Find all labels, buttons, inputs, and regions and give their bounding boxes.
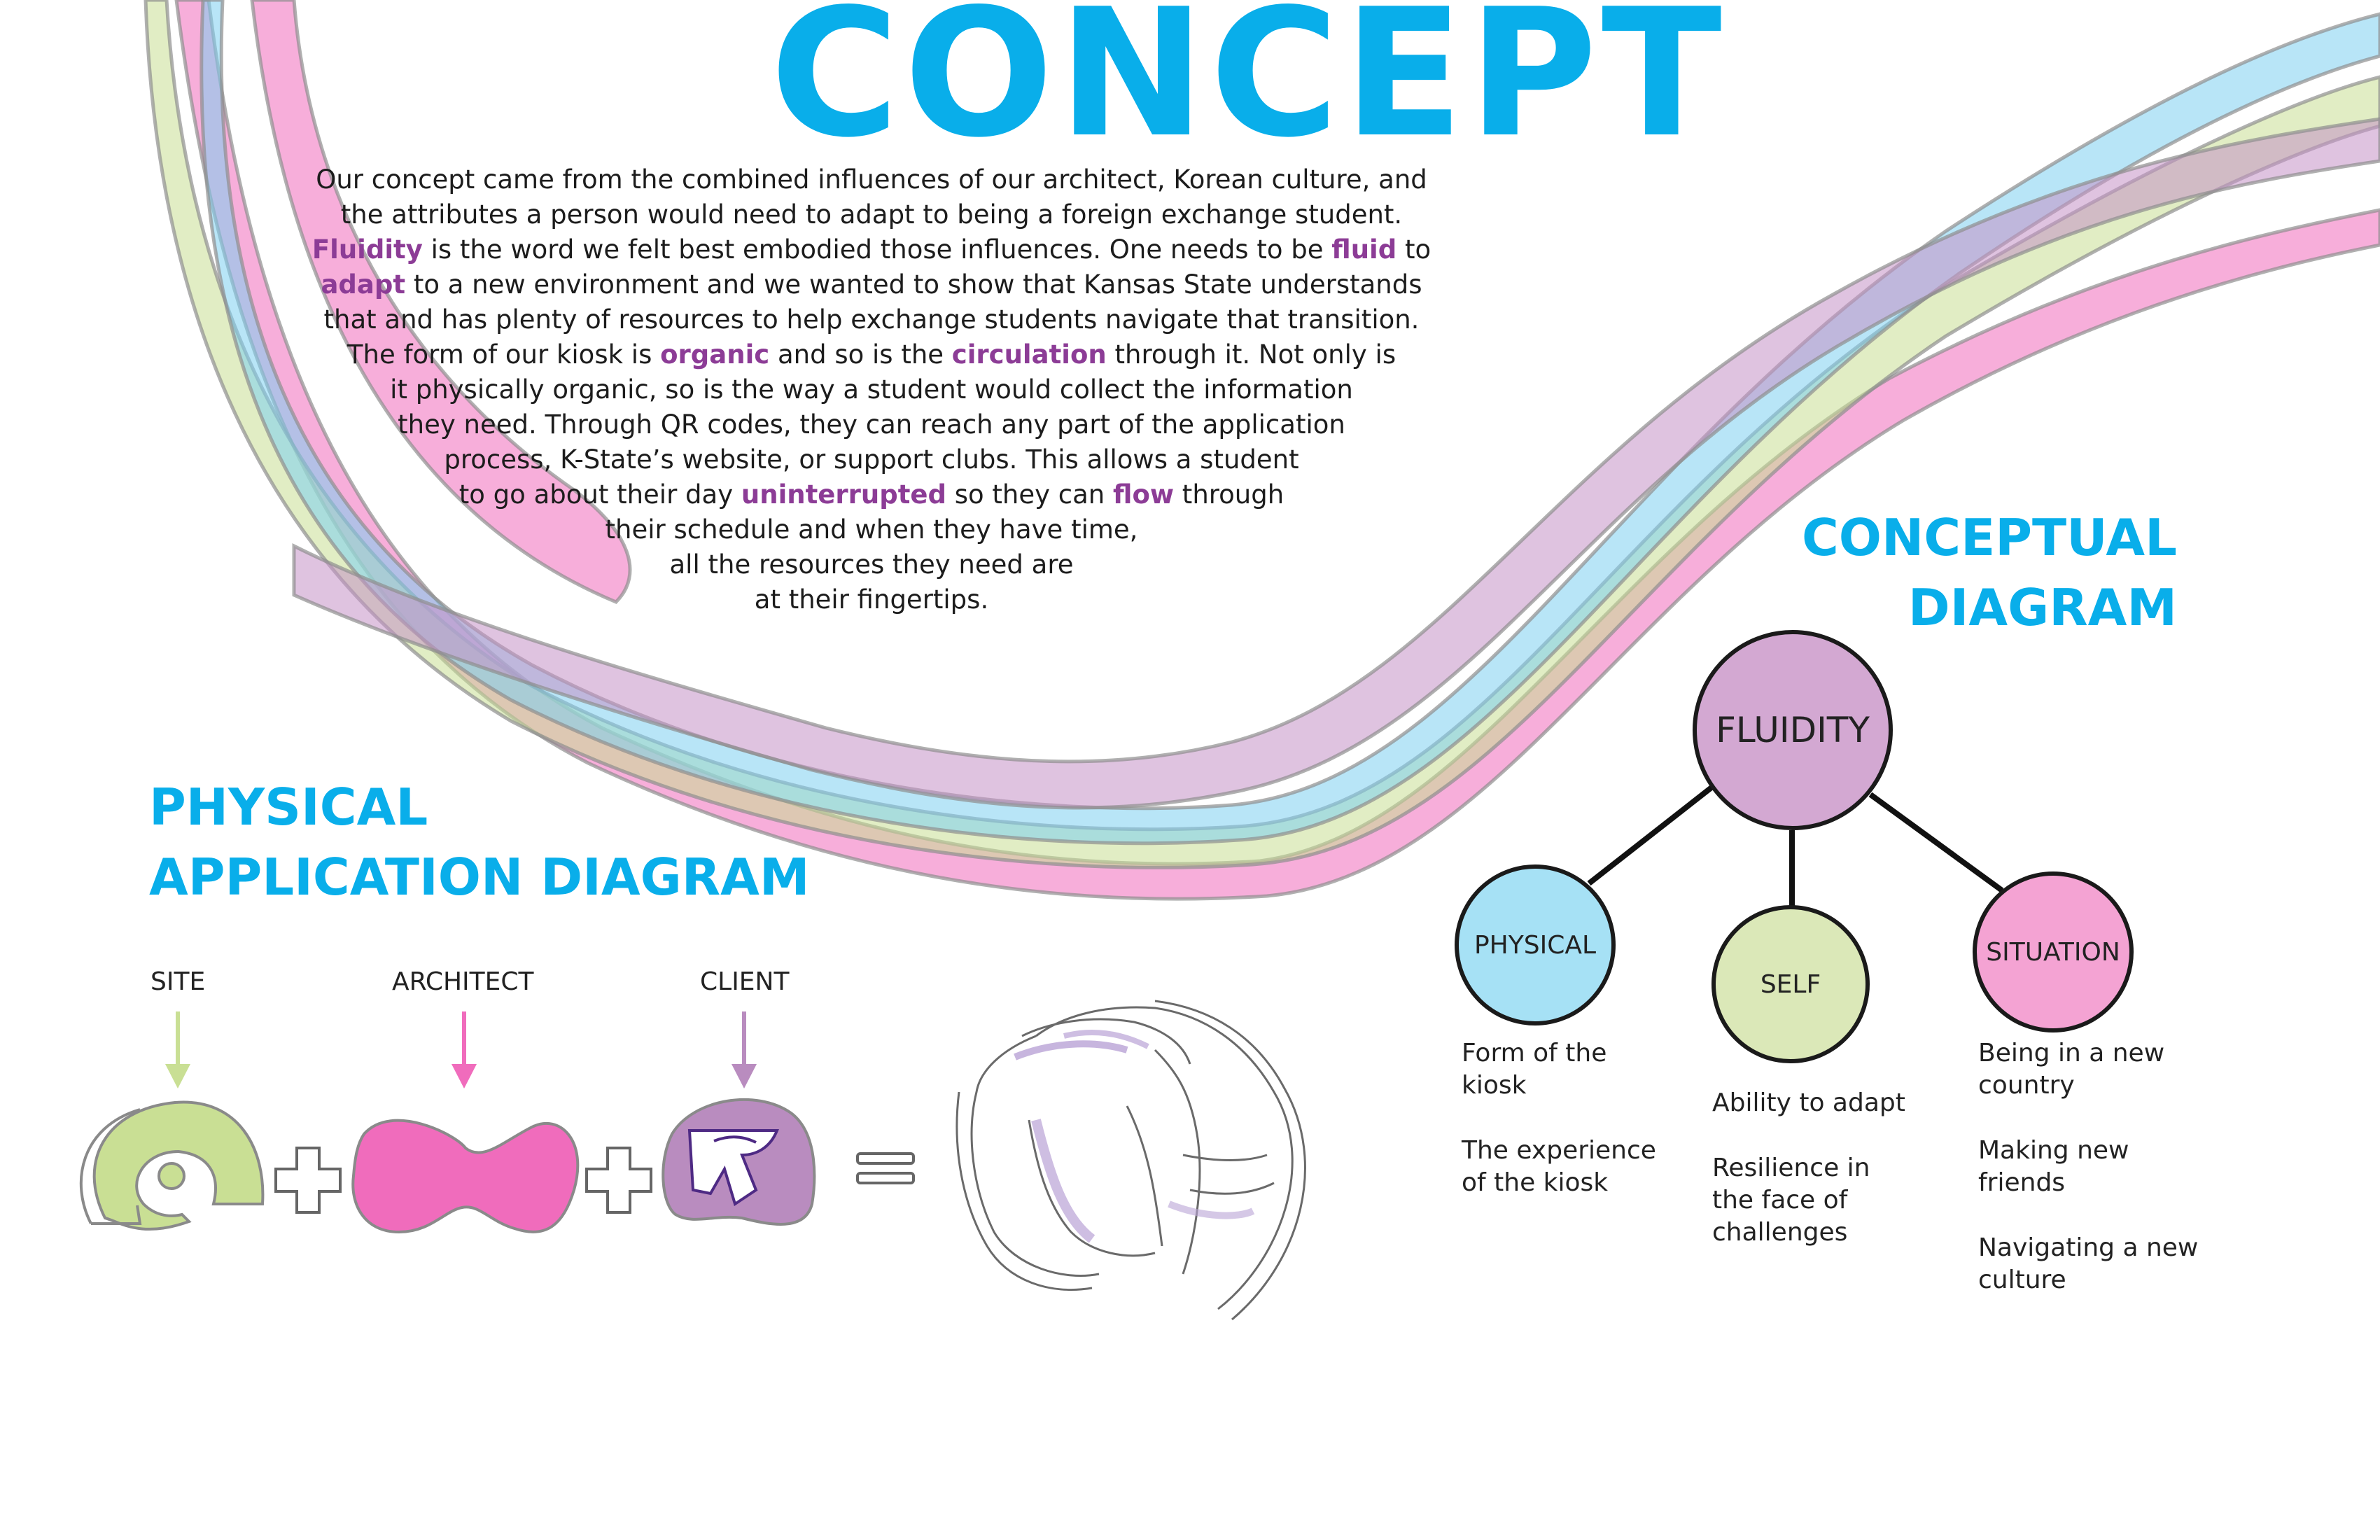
plus-icon	[274, 1147, 342, 1214]
physical-item-1: Form of the kiosk	[1462, 1039, 1607, 1100]
situation-item-2: Making new friends	[1978, 1136, 2129, 1197]
architect-arrow-icon	[451, 1011, 477, 1088]
intro-text: their schedule and when they have time,	[605, 514, 1138, 545]
intro-line: to go about their day uninterrupted so t…	[294, 477, 1449, 512]
node-situation: SITUATION	[1973, 872, 2134, 1032]
conceptual-diagram-heading: CONCEPTUAL DIAGRAM	[1802, 503, 2177, 643]
situation-item-3: Navigating a new culture	[1978, 1233, 2199, 1294]
architect-shape-icon	[351, 1119, 580, 1234]
physical-heading-line1: PHYSICAL	[149, 778, 428, 836]
keyword-highlight: flow	[1113, 479, 1175, 510]
conceptual-heading-line2: DIAGRAM	[1907, 578, 2177, 637]
client-arrow-icon	[732, 1011, 757, 1088]
intro-text: through it. Not only is	[1106, 340, 1396, 370]
conceptual-heading-line1: CONCEPTUAL	[1801, 508, 2177, 567]
keyword-highlight: Fluidity	[312, 234, 423, 265]
intro-line: the attributes a person would need to ad…	[294, 197, 1449, 232]
concept-intro-text: Our concept came from the combined influ…	[294, 162, 1449, 617]
keyword-highlight: circulation	[951, 340, 1107, 370]
plus-icon	[585, 1147, 652, 1214]
intro-text: to a new environment and we wanted to sh…	[405, 270, 1422, 300]
intro-text: at their fingertips.	[754, 584, 989, 615]
keyword-highlight: organic	[660, 340, 770, 370]
intro-line: Fluidity is the word we felt best embodi…	[294, 232, 1449, 267]
intro-text: all the resources they need are	[669, 550, 1074, 580]
site-shape-icon	[79, 1100, 265, 1231]
node-self-label: SELF	[1760, 969, 1821, 999]
intro-line: Our concept came from the combined influ…	[294, 162, 1449, 197]
node-self: SELF	[1712, 905, 1870, 1063]
intro-line: their schedule and when they have time,	[294, 512, 1449, 547]
keyword-highlight: uninterrupted	[741, 479, 946, 510]
equals-icon	[856, 1152, 915, 1184]
intro-text: The form of our kiosk is	[346, 340, 661, 370]
intro-text: to go about their day	[458, 479, 741, 510]
intro-text: is the word we felt best embodied those …	[422, 234, 1332, 265]
node-physical-label: PHYSICAL	[1474, 930, 1597, 960]
intro-line: that and has plenty of resources to help…	[294, 302, 1449, 337]
physical-descriptions: Form of the kiosk The experience of the …	[1462, 1037, 1656, 1232]
self-descriptions: Ability to adapt Resilience in the face …	[1712, 1087, 1905, 1282]
keyword-highlight: fluid	[1331, 234, 1397, 265]
ribbon-purple	[292, 117, 2380, 810]
intro-line: process, K-State’s website, or support c…	[294, 442, 1449, 477]
intro-line: all the resources they need are	[294, 547, 1449, 582]
intro-text: so they can	[946, 479, 1114, 510]
intro-line: they need. Through QR codes, they can re…	[294, 407, 1449, 442]
intro-text: to	[1396, 234, 1432, 265]
kiosk-sketch-image	[955, 1000, 1306, 1321]
intro-text: they need. Through QR codes, they can re…	[398, 410, 1345, 440]
node-situation-label: SITUATION	[1986, 937, 2120, 967]
node-physical: PHYSICAL	[1455, 864, 1616, 1026]
architect-label: ARCHITECT	[392, 967, 534, 996]
intro-text: that and has plenty of resources to help…	[323, 304, 1420, 335]
intro-line: The form of our kiosk is organic and so …	[294, 337, 1449, 372]
intro-text: process, K-State’s website, or support c…	[444, 444, 1299, 475]
situation-item-1: Being in a new country	[1978, 1039, 2165, 1100]
site-label: SITE	[150, 967, 206, 996]
intro-text: Our concept came from the combined influ…	[316, 164, 1427, 195]
node-fluidity-label: FLUIDITY	[1716, 710, 1870, 750]
connector-physical	[1587, 785, 1714, 886]
intro-text: through	[1174, 479, 1284, 510]
intro-line: it physically organic, so is the way a s…	[294, 372, 1449, 407]
page-title: CONCEPT	[770, 0, 1726, 176]
keyword-highlight: adapt	[321, 270, 406, 300]
situation-descriptions: Being in a new country Making new friend…	[1978, 1037, 2198, 1329]
physical-item-2: The experience of the kiosk	[1462, 1136, 1656, 1197]
self-item-1: Ability to adapt	[1712, 1088, 1905, 1117]
self-item-2: Resilience in the face of challenges	[1712, 1154, 1870, 1247]
client-shape-icon	[662, 1098, 816, 1226]
physical-diagram-heading: PHYSICAL APPLICATION DIAGRAM	[149, 772, 810, 912]
client-label: CLIENT	[700, 967, 790, 996]
connector-situation	[1868, 792, 2004, 893]
intro-line: at their fingertips.	[294, 582, 1449, 617]
node-fluidity: FLUIDITY	[1693, 630, 1893, 830]
intro-line: adapt to a new environment and we wanted…	[294, 267, 1449, 302]
ribbon-pink-left	[250, 0, 632, 604]
physical-heading-line2: APPLICATION DIAGRAM	[149, 848, 810, 906]
intro-text: and so is the	[769, 340, 952, 370]
intro-text: the attributes a person would need to ad…	[340, 200, 1403, 230]
site-arrow-icon	[165, 1011, 190, 1088]
intro-text: it physically organic, so is the way a s…	[390, 374, 1353, 405]
